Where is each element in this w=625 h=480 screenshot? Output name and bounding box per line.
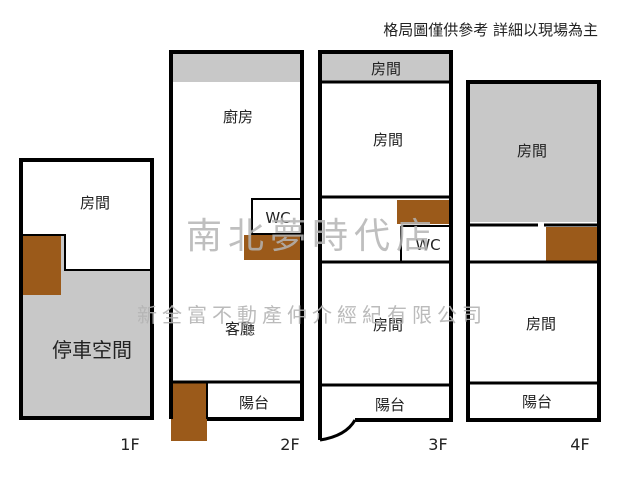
- watermark-company: 新全富不動產仲介經紀有限公司: [137, 303, 487, 327]
- balcony-label-2f: 陽台: [239, 394, 269, 412]
- bottom-room-label-3f: 房間: [373, 316, 403, 334]
- gray-area-2f: [171, 52, 302, 82]
- floor-2f: 廚房 WC 客廳 陽台 2F: [169, 50, 304, 454]
- floor-4f: 房間 房間 陽台 4F: [466, 80, 601, 454]
- wall-1f-inner: [21, 234, 152, 271]
- gray-area-4f: [468, 82, 599, 222]
- wc-label-2f: WC: [265, 209, 290, 227]
- room-label-1f: 房間: [80, 194, 110, 212]
- room-label-4f: 房間: [526, 315, 556, 333]
- stairs-2f-lower: [171, 383, 207, 441]
- living-room-label: 客廳: [225, 320, 255, 338]
- top-room-label-4f: 房間: [517, 142, 547, 160]
- stairs-1f: [23, 235, 61, 295]
- stairs-4f: [546, 227, 598, 261]
- floor-name-1f: 1F: [120, 435, 139, 454]
- wall-4f-outer: [466, 80, 601, 422]
- floor-name-3f: 3F: [428, 435, 447, 454]
- floor-1f: 房間 停車空間 1F: [19, 158, 154, 454]
- floor-name-4f: 4F: [570, 435, 589, 454]
- top-room-label-3f: 房間: [371, 60, 401, 78]
- gray-area-3f: [320, 52, 451, 82]
- wall-3f-outer: [318, 50, 453, 440]
- wall-2f-outer: [169, 50, 304, 421]
- balcony-label-3f: 陽台: [375, 396, 405, 414]
- disclaimer-note: 格局圖僅供參考 詳細以現場為主: [383, 21, 598, 39]
- stairs-2f-upper: [244, 235, 301, 260]
- watermark-brand: 南北夢時代店: [186, 216, 438, 257]
- kitchen-label: 廚房: [223, 108, 253, 126]
- parking-label: 停車空間: [52, 338, 132, 362]
- door-swing-3f: [319, 419, 357, 442]
- wall-1f-outer: [19, 158, 154, 420]
- room-label-3f: 房間: [373, 131, 403, 149]
- floor-name-2f: 2F: [280, 435, 299, 454]
- wc-label-3f: WC: [415, 236, 440, 254]
- stairs-3f: [397, 200, 451, 224]
- balcony-label-4f: 陽台: [522, 393, 552, 411]
- floor-3f: 房間 房間 WC 房間 陽台 3F: [318, 50, 453, 454]
